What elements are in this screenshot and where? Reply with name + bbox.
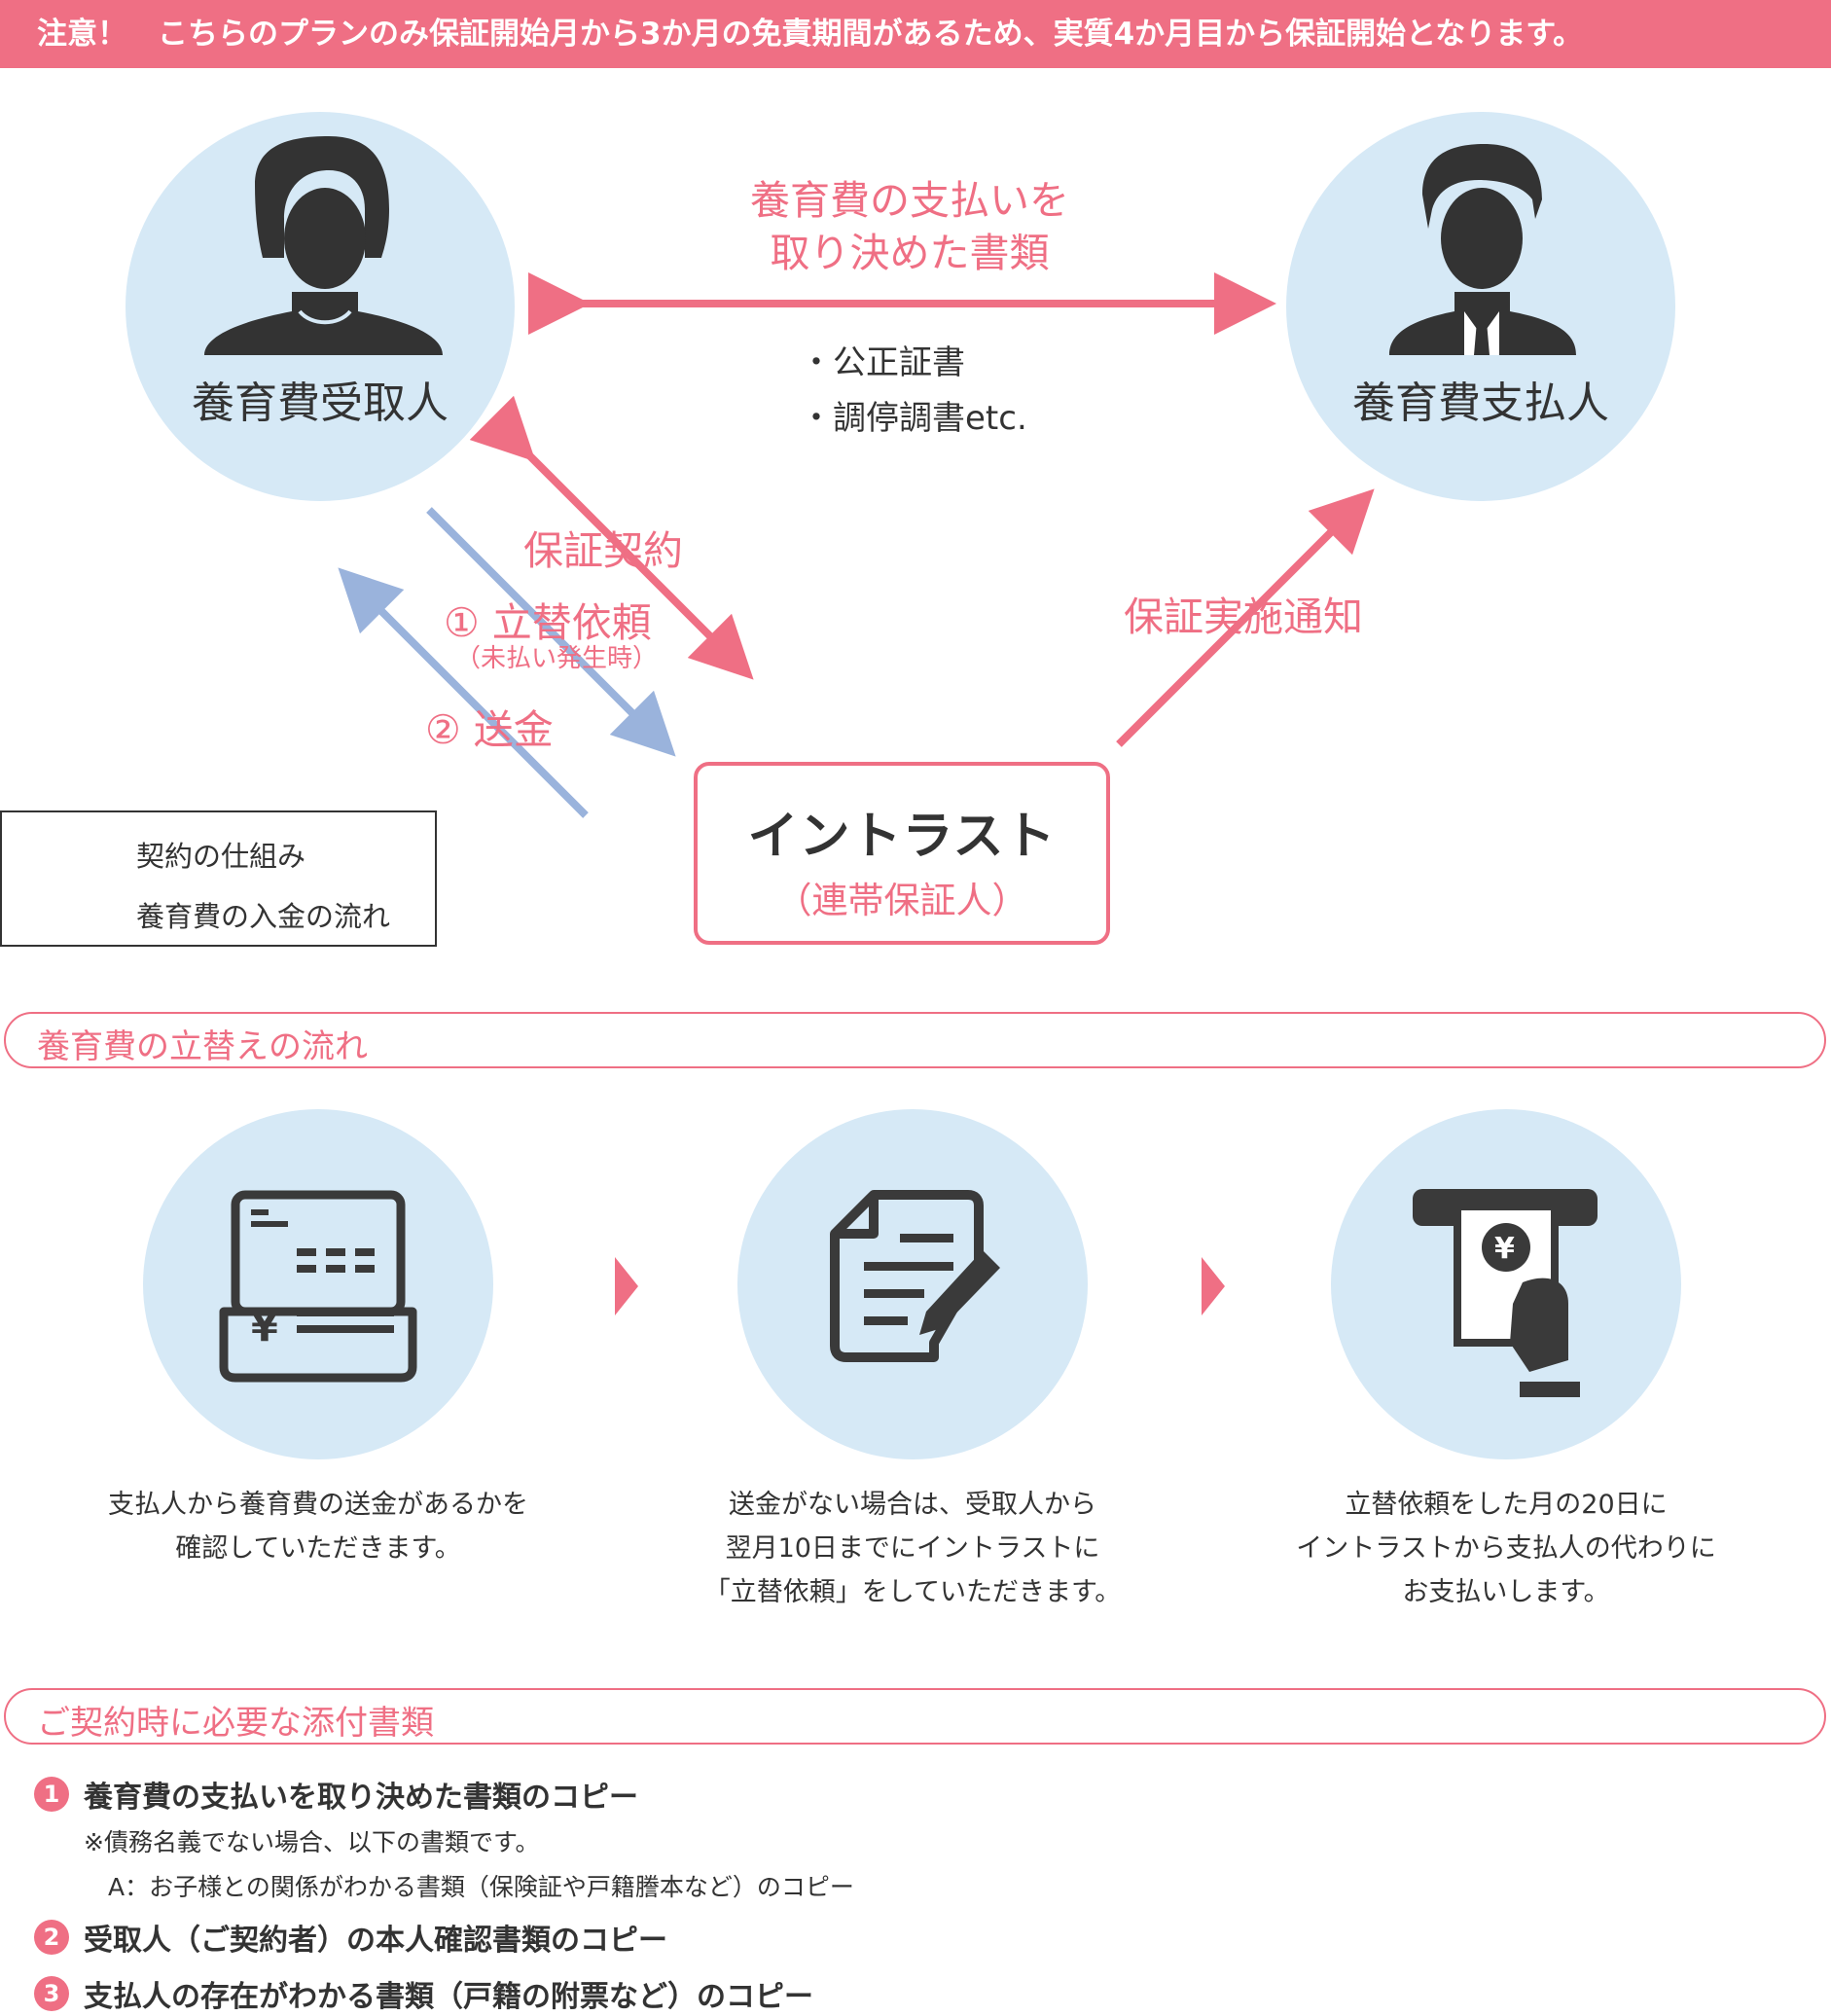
notification-label: 保証実施通知 (1124, 594, 1363, 640)
notification-arrow (1116, 488, 1375, 747)
step3-text: 立替依頼をした月の20日に イントラストから支払人の代わりに お支払いします。 (1263, 1483, 1749, 1614)
guarantee-contract-arrow (469, 395, 754, 680)
docs-section-header: ご契約時に必要な添付書類 (4, 1688, 1826, 1745)
atm-cash-icon (1413, 1189, 1598, 1397)
notice-bar: 注意！ こちらのプランのみ保証開始月から3か月の免責期間があるため、実質4か月目… (0, 0, 1831, 68)
document-pen-icon (830, 1190, 1000, 1362)
step3-line2: イントラストから支払人の代わりに (1296, 1533, 1716, 1564)
req-number-1: 1 (34, 1777, 69, 1812)
female-collar (298, 309, 352, 325)
legend-contract-label: 契約の仕組み (136, 840, 306, 873)
legend-payment-label: 養育費の入金の流れ (136, 900, 391, 933)
notice-text: 注意！ こちらのプランのみ保証開始月から3か月の免責期間があるため、実質4か月目… (37, 17, 1584, 52)
step1-line1: 支払人から養育費の送金があるかを (108, 1490, 528, 1520)
guarantee-contract-label: 保証契約 (523, 527, 683, 574)
male-tie (1474, 321, 1490, 355)
agreement-doc-line1: 養育費の支払いを (750, 177, 1069, 224)
step-chevron-1 (615, 1257, 638, 1315)
step1-line2: 確認していただきます。 (175, 1533, 461, 1564)
step2-label: ② 送金 (425, 706, 554, 753)
step2-text: 送金がない場合は、受取人から 翌月10日までにイントラストに 「立替依頼」をして… (669, 1483, 1156, 1614)
req-note-1b: A：お子様との関係がわかる書類（保険証や戸籍謄本など）のコピー (84, 1873, 854, 1901)
step-chevron-2 (1202, 1257, 1225, 1315)
recipient-label: 養育費受取人 (192, 378, 449, 428)
step3-line3: お支払いします。 (1402, 1577, 1610, 1607)
step1-label: ① 立替依頼 (444, 599, 652, 646)
male-shirt (1464, 311, 1499, 355)
step2-remit-arrow (338, 567, 589, 818)
payer-label: 養育費支払人 (1352, 378, 1609, 428)
guarantor-role: （連帯保証人） (775, 880, 1028, 921)
step2-line1: 送金がない場合は、受取人から (729, 1490, 1096, 1520)
doc-example-2: ・調停調書etc. (800, 399, 1027, 438)
flow-section-title: 養育費の立替えの流れ (37, 1027, 368, 1066)
legend: 契約の仕組み 養育費の入金の流れ (0, 810, 437, 947)
step2-line3: 「立替依頼」をしていただきます。 (703, 1577, 1122, 1607)
doc-example-1: ・公正証書 (800, 343, 965, 382)
req-number-2: 2 (34, 1920, 69, 1955)
bankbook-details (251, 1209, 394, 1333)
step2-circle (737, 1109, 1088, 1459)
req-title-2: 受取人（ご契約者）の本人確認書類のコピー (84, 1924, 667, 1958)
req-title-3: 支払人の存在がわかる書類（戸籍の附票など）のコピー (84, 1980, 813, 2014)
yen-symbol: ¥ (251, 1306, 278, 1350)
atm-yen-symbol: ¥ (1494, 1232, 1515, 1266)
step1-sub-label: （未払い発生時） (455, 644, 659, 673)
step3-line1: 立替依頼をした月の20日に (1345, 1490, 1668, 1520)
req-title-1: 養育費の支払いを取り決めた書類のコピー (84, 1781, 638, 1815)
guarantor-box: イントラスト （連帯保証人） (694, 762, 1110, 945)
step2-line2: 翌月10日までにイントラストに (725, 1533, 1100, 1564)
guarantor-logo: イントラスト (747, 808, 1057, 866)
step1-circle (143, 1109, 493, 1459)
docs-section-title: ご契約時に必要な添付書類 (37, 1704, 434, 1743)
agreement-doc-line2: 取り決めた書類 (770, 230, 1050, 276)
step1-text: 支払人から養育費の送金があるかを 確認していただきます。 (75, 1483, 561, 1570)
flow-section-header: 養育費の立替えの流れ (4, 1012, 1826, 1068)
step1-request-arrow (426, 507, 676, 757)
req-number-3: 3 (34, 1976, 69, 2011)
req-note-1a: ※債務名義でない場合、以下の書類です。 (84, 1828, 540, 1856)
